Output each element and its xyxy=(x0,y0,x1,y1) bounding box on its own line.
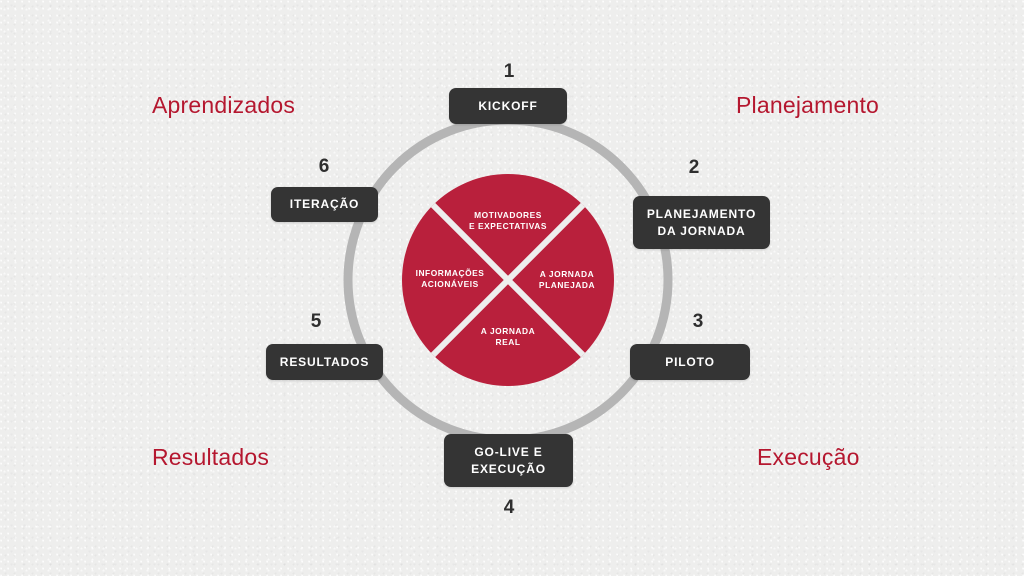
corner-label-planejamento: Planejamento xyxy=(736,92,880,118)
step-box-planejamento-da-jornada[interactable]: PLANEJAMENTO DA JORNADA xyxy=(633,196,770,249)
step-box-go-live-e-execucao[interactable]: GO-LIVE E EXECUÇÃO xyxy=(444,434,573,487)
step-box-piloto[interactable]: PILOTO xyxy=(630,344,750,380)
corner-label-execucao: Execução xyxy=(757,444,860,470)
corner-label-resultados: Resultados xyxy=(152,444,270,470)
center-wheel xyxy=(402,174,614,386)
step-number-1: 1 xyxy=(503,61,515,82)
step-box-resultados[interactable]: RESULTADOS xyxy=(266,344,383,380)
step-number-5: 5 xyxy=(310,311,322,332)
step-number-2: 2 xyxy=(688,157,700,178)
step-box-kickoff[interactable]: KICKOFF xyxy=(449,88,567,124)
step-number-3: 3 xyxy=(692,311,704,332)
step-number-4: 4 xyxy=(503,497,515,518)
step-number-6: 6 xyxy=(318,156,330,177)
step-box-iteracao[interactable]: ITERAÇÃO xyxy=(271,187,378,222)
corner-label-aprendizados: Aprendizados xyxy=(152,92,296,118)
